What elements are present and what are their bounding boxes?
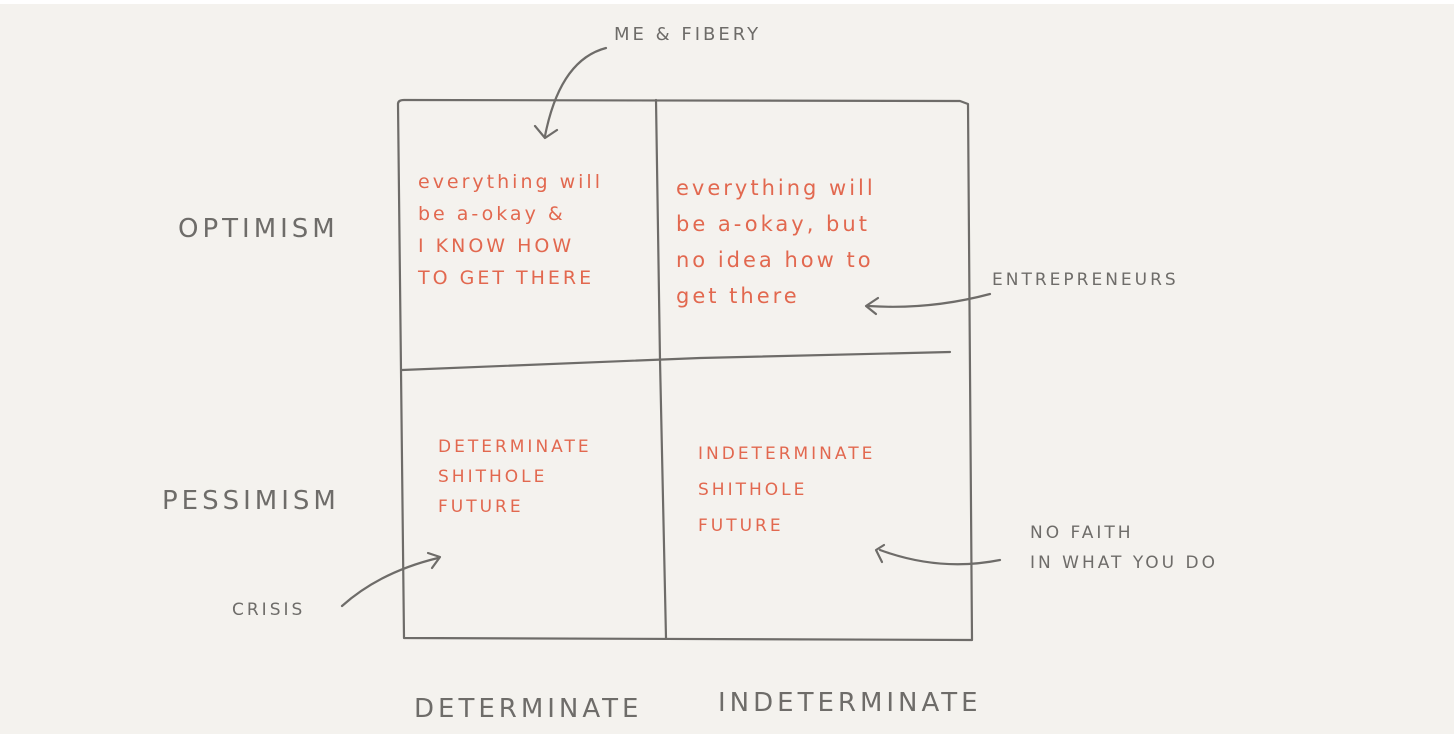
horizontal-divider [400,350,952,372]
no-faith-line-2: IN WHAT YOU DO [1030,553,1218,573]
x-axis-left-label: DETERMINATE [414,694,643,724]
quadrant-line: everything will [418,171,603,193]
quadrant-line: SHITHOLE [438,467,548,487]
no-faith-arrow [878,548,1002,566]
quadrant-line: FUTURE [438,497,524,517]
quadrant-bottom-left-text: DETERMINATE SHITHOLE FUTURE [438,432,592,522]
quadrant-line: everything will [676,176,876,200]
quadrant-top-right-text: everything will be a-okay, but no idea h… [676,170,876,314]
quadrant-line: be a-okay, but [676,212,870,236]
annotation-entrepreneurs: ENTREPRENEURS [992,270,1179,290]
crisis-arrow [340,556,440,608]
quadrant-line: TO GET THERE [418,267,595,289]
quadrant-line: FUTURE [698,516,784,536]
diagram-canvas: OPTIMISM PESSIMISM DETERMINATE INDETERMI… [0,4,1454,734]
no-faith-line-1: NO FAITH [1030,523,1134,543]
x-axis-right-label: INDETERMINATE [718,688,982,718]
quadrant-line: be a-okay & [418,203,566,225]
annotation-no-faith: NO FAITH IN WHAT YOU DO [1030,518,1218,578]
quadrant-line: get there [676,284,800,308]
matrix-border [396,98,974,642]
y-axis-top-label: OPTIMISM [178,214,339,244]
quadrant-top-left-text: everything will be a-okay & I KNOW HOW T… [418,166,603,294]
quadrant-line: no idea how to [676,248,874,272]
quadrant-line: SHITHOLE [698,480,808,500]
quadrant-line: DETERMINATE [438,437,592,457]
quadrant-bottom-right-text: INDETERMINATE SHITHOLE FUTURE [698,436,875,544]
quadrant-line: INDETERMINATE [698,444,876,464]
me-fibery-arrow [543,46,608,138]
annotation-crisis: CRISIS [232,600,306,620]
matrix-grid-lines [340,46,1002,642]
vertical-divider [654,98,668,640]
annotation-me-fibery: ME & FIBERY [614,24,762,45]
entrepreneurs-arrow [866,292,992,308]
quadrant-line: I KNOW HOW [418,235,575,257]
y-axis-bottom-label: PESSIMISM [162,486,340,516]
